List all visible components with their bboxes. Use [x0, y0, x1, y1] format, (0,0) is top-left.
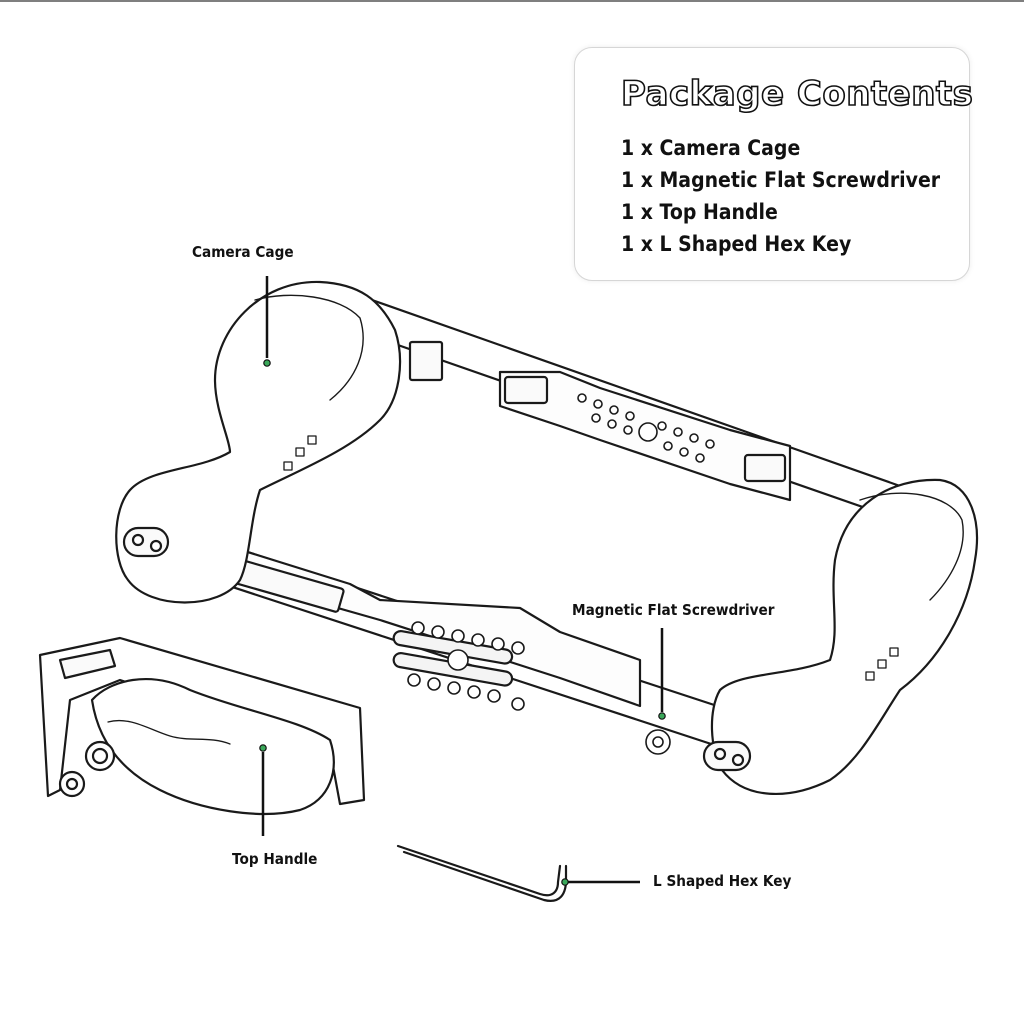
screwdriver-dot: [658, 712, 666, 720]
package-contents-list: 1 x Camera Cage 1 x Magnetic Flat Screwd…: [621, 132, 976, 260]
l-shaped-hex-key-label: L Shaped Hex Key: [653, 872, 792, 890]
camera-cage-dot: [263, 359, 271, 367]
callout-dots: [259, 359, 666, 886]
top-handle-illustration: [38, 636, 366, 815]
list-item: 1 x Magnetic Flat Screwdriver: [621, 168, 941, 192]
magnetic-flat-screwdriver-label: Magnetic Flat Screwdriver: [572, 601, 775, 619]
package-contents-card: Package Contents 1 x Camera Cage 1 x Mag…: [574, 47, 974, 281]
top-handle-dot: [259, 744, 267, 752]
hex-key-illustration: [396, 844, 568, 902]
list-item: 1 x L Shaped Hex Key: [621, 232, 852, 256]
list-item: 1 x Top Handle: [621, 200, 778, 224]
camera-cage-illustration: [115, 280, 979, 795]
hex-key-dot: [561, 878, 569, 886]
camera-cage-label: Camera Cage: [192, 243, 294, 261]
list-item: 1 x Camera Cage: [621, 136, 801, 160]
package-contents-title: Package Contents: [620, 73, 974, 115]
callout-leaders: [261, 276, 664, 884]
top-handle-label: Top Handle: [232, 850, 318, 868]
